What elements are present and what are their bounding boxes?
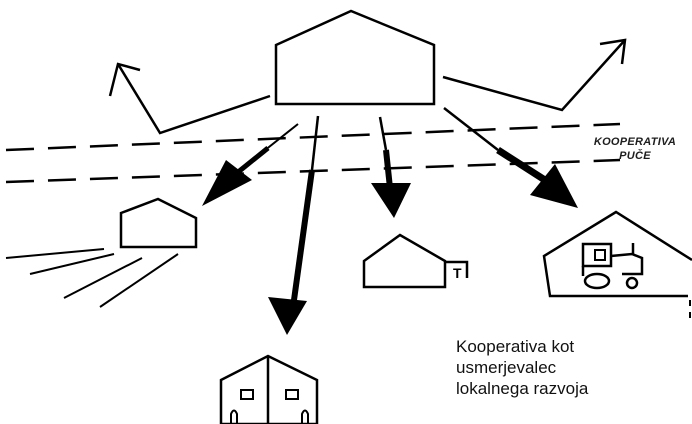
- outward-arrow-left: [108, 62, 271, 135]
- svg-text:T: T: [453, 265, 462, 281]
- road-label-line-1: KOOPERATIVA: [593, 136, 677, 148]
- workshop-building-icon: T: [362, 233, 469, 289]
- field-lines: [5, 248, 179, 308]
- caption-line-3: lokalnega razvoja: [456, 379, 589, 398]
- farm-building-icon: [542, 210, 692, 298]
- arrow-to-farm-building: [443, 107, 578, 208]
- caption-line-2: usmerjevalec: [456, 358, 557, 377]
- arrow-to-workshop-building: [371, 116, 411, 218]
- cooperative-building-icon: [274, 9, 436, 106]
- tractor-icon: [581, 242, 644, 290]
- arrow-to-bottom-building: [268, 115, 320, 335]
- arrow-to-left-building: [202, 123, 299, 206]
- road-line-upper: [5, 122, 621, 152]
- outward-arrow-right: [442, 38, 627, 112]
- caption-line-1: Kooperativa kot: [456, 337, 575, 356]
- double-house-icon: [219, 354, 319, 424]
- road-label-line-2: PUČE: [619, 150, 651, 162]
- caption: Kooperativa kot usmerjevalec lokalnega r…: [456, 336, 686, 399]
- left-building-icon: [119, 197, 198, 249]
